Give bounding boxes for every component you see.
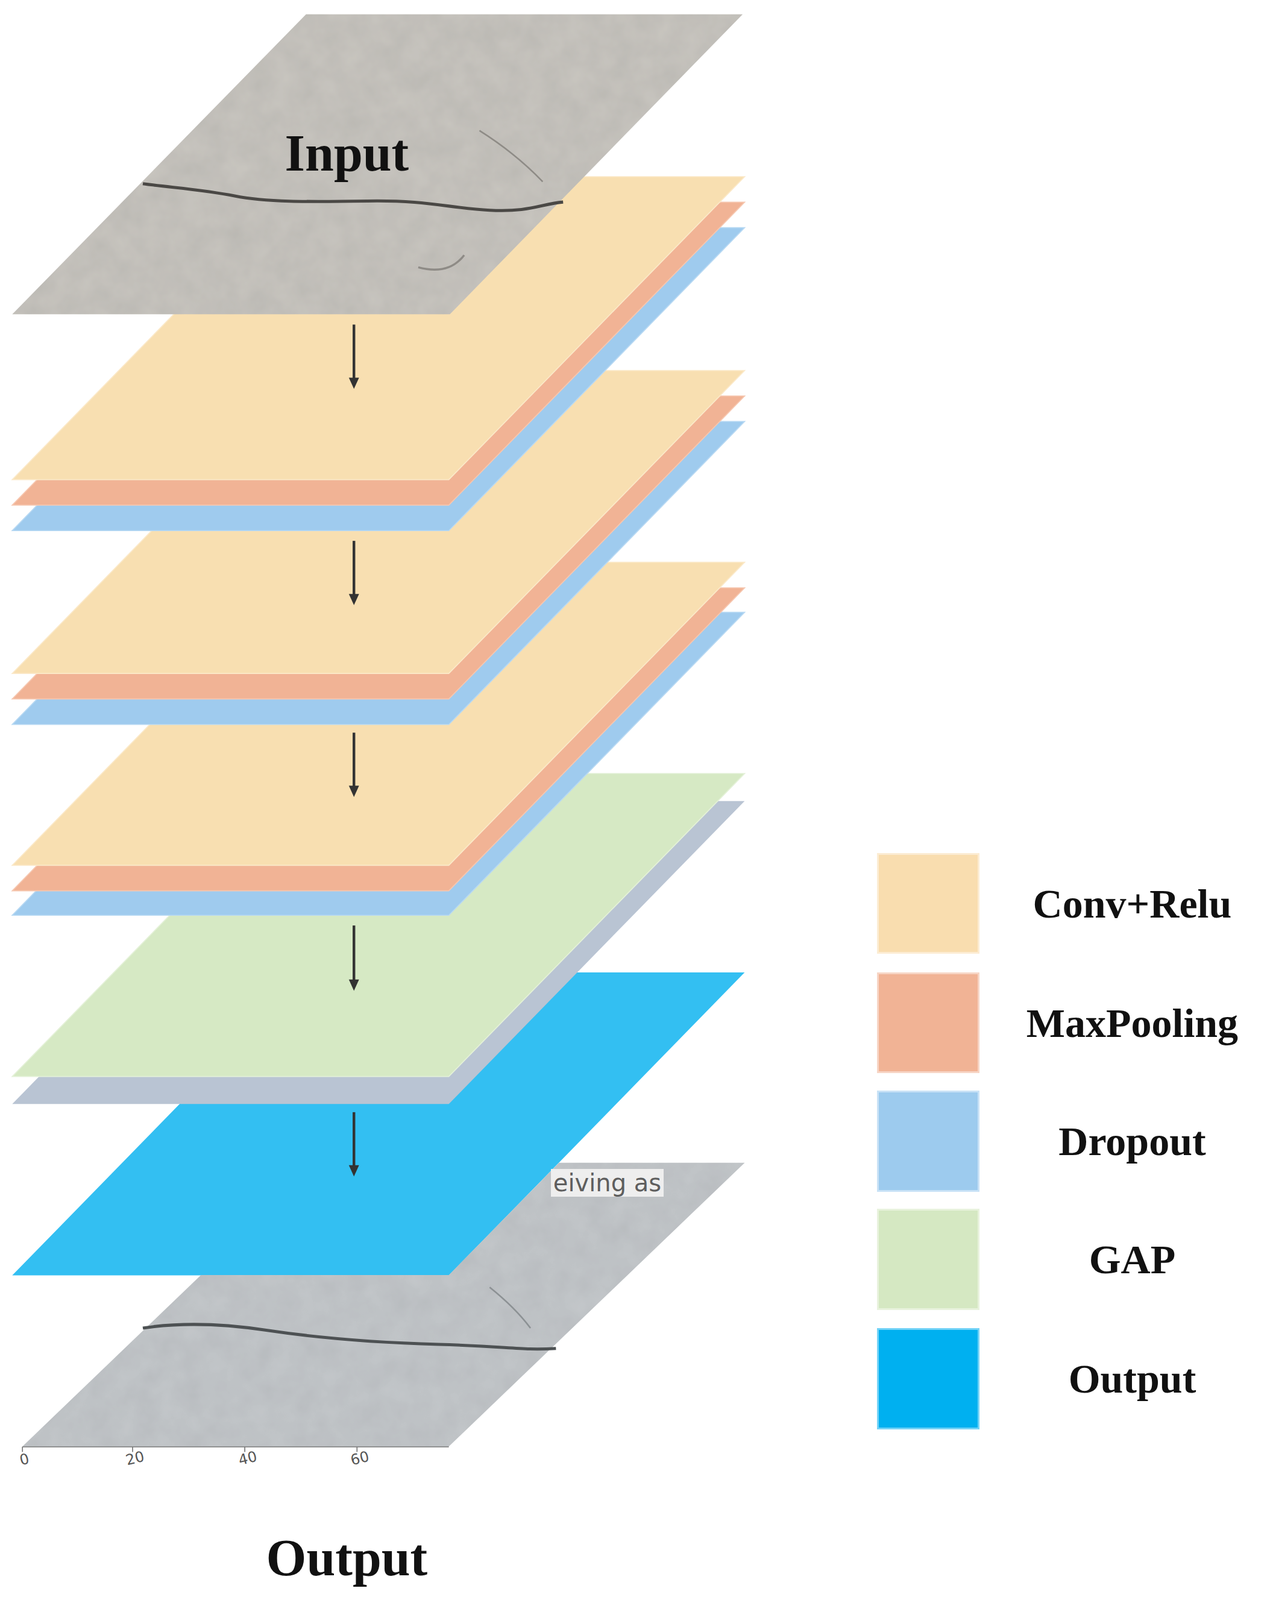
flow-arrow bbox=[352, 324, 356, 379]
node-text-holder: Output bbox=[266, 1527, 428, 1588]
legend-text-holder: Conv+Relu bbox=[1033, 879, 1233, 927]
input-image-plate bbox=[12, 14, 743, 315]
legend-swatch bbox=[876, 1327, 979, 1430]
crack-line bbox=[142, 1324, 556, 1349]
flow-arrow bbox=[352, 925, 356, 981]
arrow-head bbox=[348, 979, 360, 991]
input-title: Input bbox=[285, 122, 410, 183]
crack-line bbox=[418, 254, 465, 270]
legend-text-holder: MaxPooling bbox=[1026, 998, 1239, 1046]
label-holder: 0 bbox=[18, 1450, 32, 1469]
crack-line bbox=[142, 183, 563, 211]
axis-tick-label: 0 bbox=[18, 1450, 32, 1469]
output-title: Output bbox=[266, 1527, 428, 1588]
legend-swatch bbox=[876, 1090, 979, 1192]
output-image-plate bbox=[22, 1162, 745, 1446]
node-text-holder: Input bbox=[285, 122, 410, 183]
legend-swatch bbox=[876, 1208, 979, 1310]
label-holder: 60 bbox=[348, 1447, 371, 1469]
legend-text-holder: Dropout bbox=[1058, 1117, 1206, 1165]
cropped-caption: eiving as bbox=[550, 1168, 664, 1197]
legend-label: Dropout bbox=[1058, 1117, 1206, 1165]
legend-label: Conv+Relu bbox=[1033, 879, 1233, 927]
label-holder: eiving as bbox=[550, 1168, 664, 1197]
flow-arrow bbox=[352, 732, 356, 787]
crack-line bbox=[479, 130, 543, 183]
axis-tick-label: 20 bbox=[124, 1447, 146, 1469]
label-holder: 40 bbox=[236, 1447, 259, 1469]
legend-text-holder: Output bbox=[1068, 1354, 1197, 1402]
arrow-head bbox=[348, 593, 360, 606]
legend-label: Output bbox=[1068, 1354, 1197, 1402]
label-holder: 20 bbox=[124, 1447, 146, 1469]
axis-tick-label: 60 bbox=[348, 1447, 371, 1469]
output-image: Output bbox=[10, 1158, 749, 1598]
legend-label: GAP bbox=[1089, 1235, 1176, 1283]
legend-text-holder: GAP bbox=[1089, 1235, 1176, 1283]
flow-arrow bbox=[352, 540, 356, 595]
arrow-head bbox=[348, 377, 360, 389]
legend-swatch bbox=[876, 972, 979, 1074]
input-image: Input bbox=[10, 10, 749, 319]
arrow-head bbox=[348, 1165, 360, 1177]
flow-arrow bbox=[352, 1112, 356, 1167]
axis-tick-label: 40 bbox=[236, 1447, 259, 1469]
legend-swatch bbox=[876, 852, 979, 955]
legend-label: MaxPooling bbox=[1026, 998, 1239, 1046]
arrow-head bbox=[348, 785, 360, 797]
crack-line bbox=[489, 1287, 531, 1329]
